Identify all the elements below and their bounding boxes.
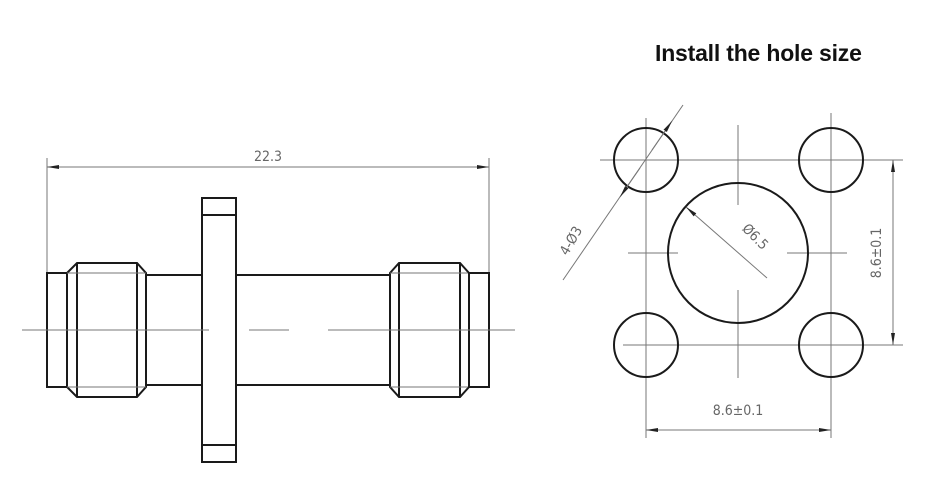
center-hole-label: Ø6.5 bbox=[739, 221, 771, 253]
mounting-hole-top-right bbox=[798, 127, 864, 193]
page-title: Install the hole size bbox=[655, 40, 862, 66]
flange bbox=[201, 197, 237, 463]
hole-pattern-view: 4-Ø3 Ø6.5 8.6±0.1 8.6±0.1 bbox=[557, 104, 903, 438]
left-tube bbox=[146, 274, 202, 386]
connector-side-view: 22.3 bbox=[22, 149, 515, 463]
horizontal-spacing-label: 8.6±0.1 bbox=[713, 403, 764, 419]
center-hole-leader bbox=[685, 206, 768, 279]
mounting-hole-top-left bbox=[613, 127, 679, 193]
length-dimension-label: 22.3 bbox=[254, 149, 282, 165]
vertical-spacing-label: 8.6±0.1 bbox=[869, 228, 885, 279]
right-tube bbox=[236, 274, 390, 386]
mounting-hole-bottom-right bbox=[798, 312, 864, 378]
center-lines bbox=[600, 113, 903, 438]
mounting-hole-bottom-left bbox=[613, 312, 679, 378]
center-hole bbox=[667, 182, 809, 324]
